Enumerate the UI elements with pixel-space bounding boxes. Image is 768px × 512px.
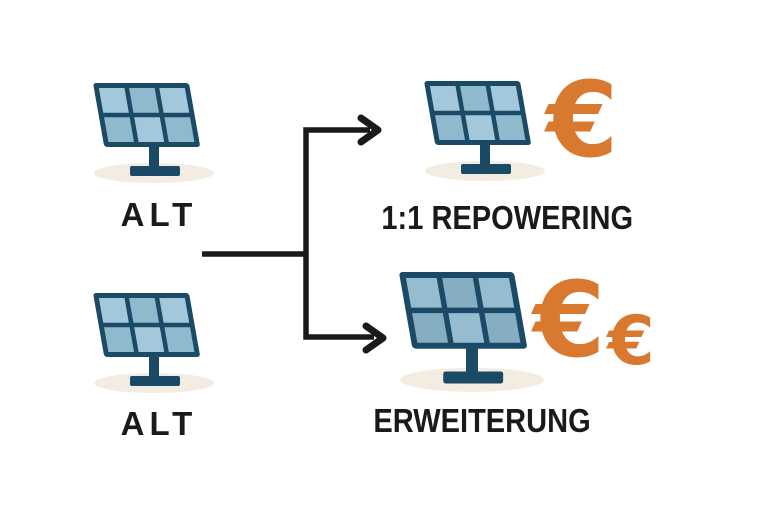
source-top-label: ALT — [120, 196, 198, 233]
euro-icon-large: € — [533, 259, 606, 381]
arrow-icon-top — [357, 114, 382, 146]
arrow-icon-bottom — [362, 322, 387, 354]
option-top-label: 1:1 REPOWERING — [381, 199, 634, 236]
source-bottom-label: ALT — [120, 405, 198, 442]
euro-icon-double: €€ — [533, 268, 655, 376]
option-bottom-label: ERWEITERUNG — [373, 402, 591, 439]
branch-lines — [303, 127, 374, 340]
euro-icon-single: € — [546, 59, 619, 181]
solar-panel-icon-old-top — [84, 78, 224, 204]
euro-icon-small: € — [607, 302, 655, 381]
solar-panel-icon-old-bottom — [84, 288, 224, 414]
solar-panel-icon-repowering — [415, 76, 555, 202]
solar-panel-icon-erweiterung — [388, 266, 556, 417]
